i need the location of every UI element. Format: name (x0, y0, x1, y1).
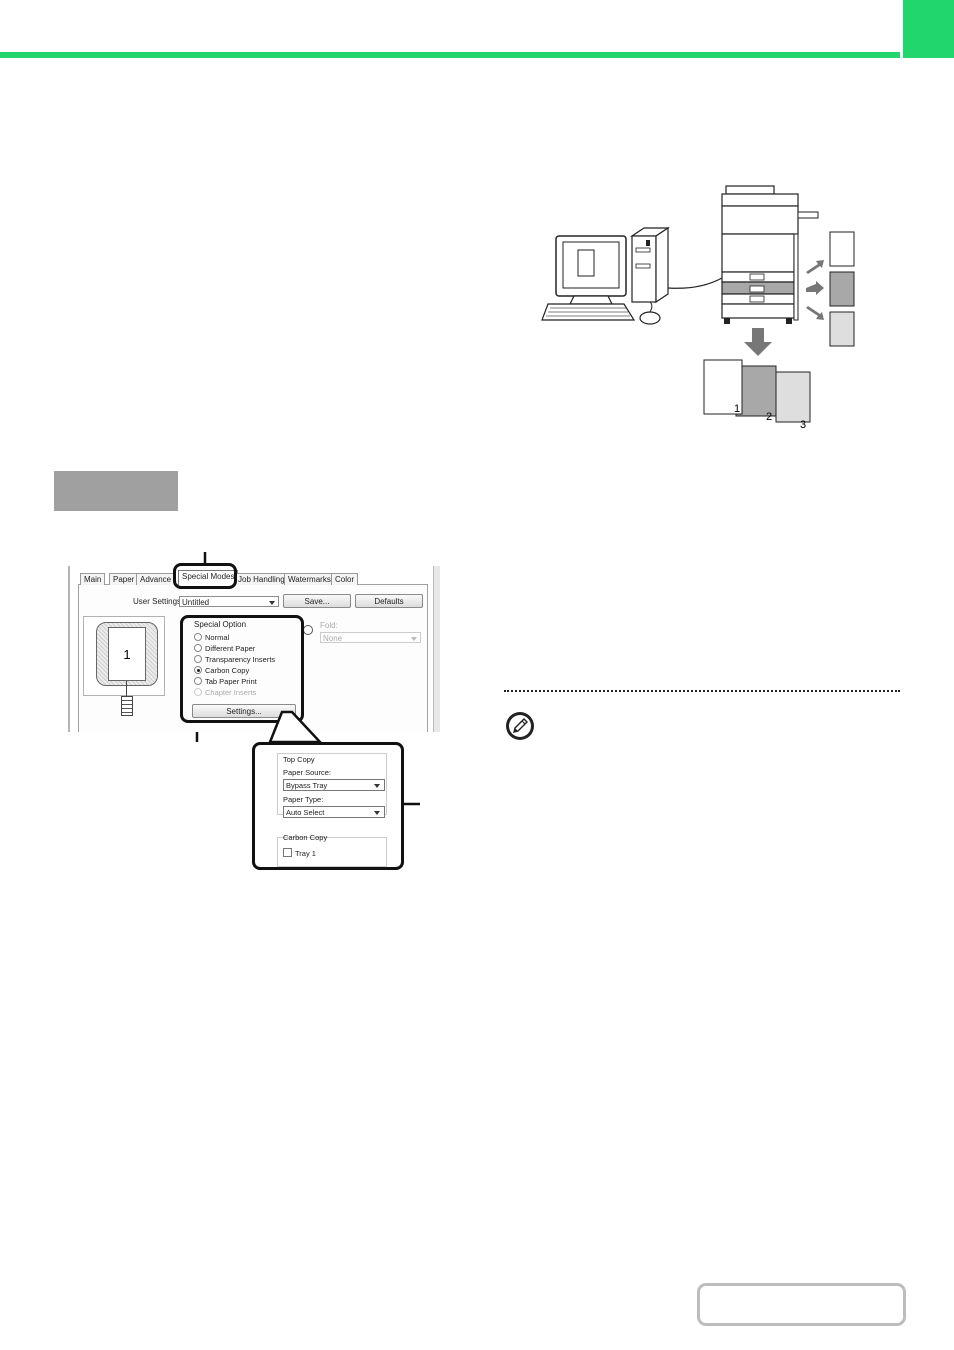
paper-type-select[interactable]: Auto Select (283, 806, 385, 818)
output-page-1-number: 1 (734, 403, 740, 415)
settings-popup: Top Copy Paper Source: Bypass Tray Paper… (252, 742, 404, 870)
fold-label: Fold: (320, 621, 338, 630)
carbon-copy-group (277, 837, 387, 867)
paper-source-value: Bypass Tray (286, 781, 328, 790)
tab-main[interactable]: Main (80, 573, 106, 585)
user-settings-value: Untitled (182, 598, 210, 607)
header-rule (0, 52, 900, 58)
callout-special-modes-tab (173, 563, 237, 589)
corner-tab (903, 0, 954, 58)
output-pages: 1 2 3 (703, 359, 811, 431)
radio-icon (194, 644, 202, 652)
option-chapter-inserts: Chapter Inserts (194, 688, 256, 698)
contents-button[interactable] (697, 1283, 906, 1326)
radio-icon (194, 688, 202, 696)
chevron-down-icon (411, 637, 417, 641)
radio-icon (194, 633, 202, 641)
tab-color[interactable]: Color (331, 573, 359, 585)
checkbox-icon (283, 848, 292, 857)
paper-stack-icon (806, 231, 855, 347)
tower-icon (630, 226, 723, 304)
chevron-down-icon (374, 784, 380, 788)
option-label: Transparency Inserts (205, 655, 276, 664)
output-page-3-number: 3 (800, 419, 806, 431)
tab-paper[interactable]: Paper (109, 573, 139, 585)
tab-watermarks[interactable]: Watermarks (284, 573, 335, 585)
paper-type-label: Paper Type: (283, 795, 324, 804)
carbon-copy-label: Carbon Copy (283, 833, 328, 842)
top-copy-label: Top Copy (283, 755, 315, 764)
option-different-paper[interactable]: Different Paper (194, 644, 255, 654)
special-option-label: Special Option (194, 620, 247, 629)
paper-source-label: Paper Source: (283, 768, 331, 777)
dialog-right-edge (433, 566, 440, 732)
radio-icon (194, 655, 202, 663)
option-label: Tab Paper Print (205, 677, 257, 686)
preview-stem (126, 681, 127, 696)
tab-job-handling[interactable]: Job Handling (234, 573, 289, 585)
preview-page-number: 1 (108, 627, 146, 681)
printer-properties-dialog: Main Paper Advance Special Modes Job Han… (68, 566, 440, 732)
printer-icon (721, 185, 819, 324)
option-normal[interactable]: Normal (194, 633, 229, 643)
option-label: Different Paper (205, 644, 256, 653)
pencil-note-icon (506, 712, 534, 740)
callout-special-option-group (180, 615, 304, 723)
dialog-left-edge (68, 566, 70, 732)
tray-checkbox-row[interactable]: Tray 1 (283, 848, 316, 859)
paper-source-select[interactable]: Bypass Tray (283, 779, 385, 791)
paper-type-value: Auto Select (286, 808, 325, 817)
note-divider (504, 690, 900, 692)
output-arrow-icon (744, 328, 772, 356)
user-settings-select[interactable]: Untitled (179, 596, 279, 607)
document-icon (121, 696, 133, 716)
option-transparency-inserts[interactable]: Transparency Inserts (194, 655, 275, 665)
user-settings-label: User Settings: (133, 597, 184, 606)
chevron-down-icon (269, 601, 275, 605)
computer-icon (541, 235, 661, 325)
option-tab-paper-print[interactable]: Tab Paper Print (194, 677, 257, 687)
option-label: Normal (205, 633, 230, 642)
option-carbon-copy[interactable]: Carbon Copy (194, 666, 249, 676)
chevron-down-icon (374, 811, 380, 815)
fold-select: None (320, 632, 421, 643)
radio-selected-icon (194, 666, 202, 674)
option-label: Chapter Inserts (205, 688, 257, 697)
radio-icon (194, 677, 202, 685)
tab-advanced[interactable]: Advance (136, 573, 176, 585)
tray-label: Tray 1 (295, 849, 316, 858)
defaults-button[interactable]: Defaults (355, 594, 423, 608)
info-icon (303, 625, 313, 635)
step-label-box (54, 471, 178, 511)
save-button[interactable]: Save... (283, 594, 351, 608)
fold-value: None (323, 634, 343, 643)
output-page-2-number: 2 (766, 411, 772, 423)
carbon-copy-illustration: 1 2 3 (541, 185, 855, 431)
option-label: Carbon Copy (205, 666, 250, 675)
